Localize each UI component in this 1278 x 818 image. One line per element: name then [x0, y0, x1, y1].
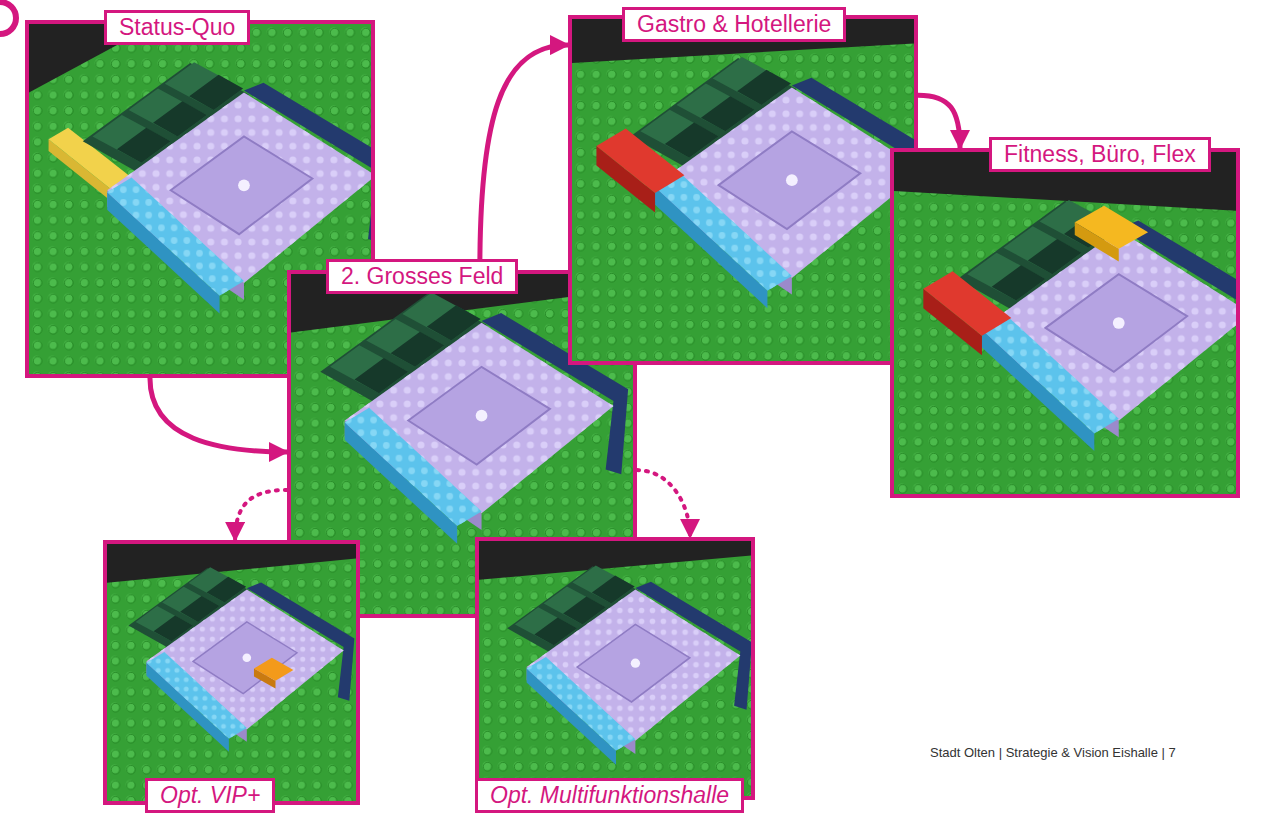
illustration-part [129, 567, 355, 751]
illustration-part [107, 544, 356, 801]
photo-panel: Fitness, Büro, Flex [890, 148, 1240, 498]
panel-label-text: Fitness, Büro, Flex [1004, 141, 1196, 167]
dotted-option-arrow [637, 470, 690, 537]
photo-panel: Opt. Multifunktionshalle [475, 537, 755, 800]
illustration-part [107, 544, 356, 801]
section-marker [0, 2, 16, 34]
illustration-part [479, 541, 751, 796]
illustration-part [479, 541, 751, 580]
footer-note: Stadt Olten | Strategie & Vision Eishall… [930, 745, 1176, 761]
panel-label: Gastro & Hotellerie [622, 7, 846, 42]
panel-label: Status-Quo [104, 10, 250, 45]
panel-label: Opt. VIP+ [145, 778, 275, 813]
illustration-part [596, 128, 684, 192]
lego-model-photo [107, 544, 356, 801]
panel-label-text: Opt. Multifunktionshalle [490, 782, 729, 808]
illustration-part [107, 544, 356, 583]
panel-label-text: 2. Grosses Feld [341, 263, 503, 289]
panel-label: Fitness, Büro, Flex [989, 137, 1211, 172]
flow-arrow [918, 95, 960, 148]
photo-panel: Opt. VIP+ [103, 540, 360, 805]
illustration-part [479, 541, 751, 796]
illustration-part [1075, 206, 1148, 249]
photo-panel: Gastro & Hotellerie [568, 15, 918, 365]
illustration-part [958, 200, 1236, 451]
flow-arrow [480, 45, 568, 270]
panel-label-text: Status-Quo [119, 14, 235, 40]
panel-label-text: Opt. VIP+ [160, 782, 260, 808]
illustration-part [507, 565, 751, 764]
illustration-part [923, 271, 1011, 335]
lego-model-photo [479, 541, 751, 796]
lego-model-photo [894, 152, 1236, 494]
lego-model-photo [572, 19, 914, 361]
panel-label-text: Gastro & Hotellerie [637, 11, 831, 37]
illustration-part [507, 565, 751, 764]
illustration-part [254, 658, 293, 681]
illustration-part [129, 567, 355, 751]
panel-label: Opt. Multifunktionshalle [475, 778, 744, 813]
panel-label: 2. Grosses Feld [326, 259, 518, 294]
dotted-option-arrow [235, 490, 287, 540]
flow-arrow [150, 378, 287, 452]
illustration-part [631, 57, 914, 308]
